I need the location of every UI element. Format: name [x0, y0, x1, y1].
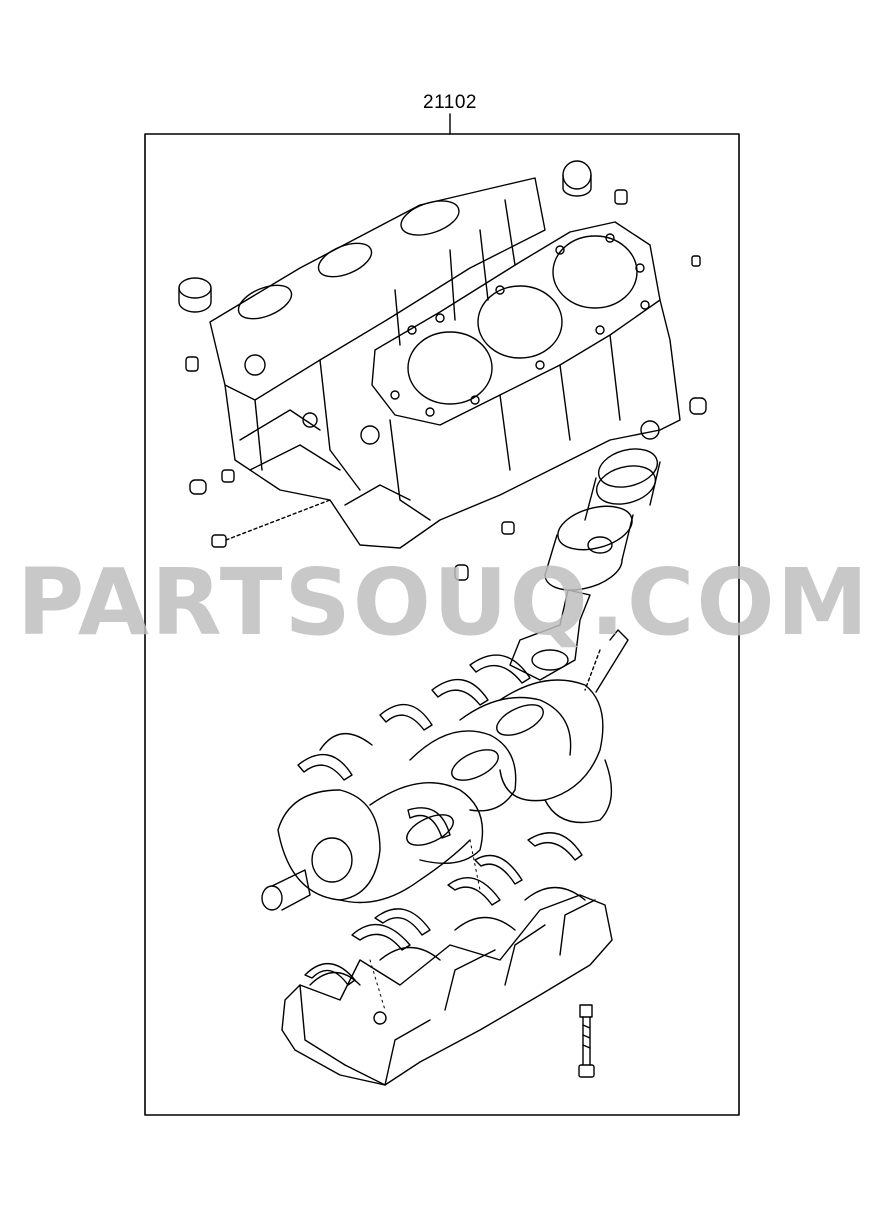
- main-bearing-ladder: [281, 832, 613, 1086]
- assembly-guide-lines: [369, 839, 481, 1011]
- connecting-rod: [509, 589, 629, 693]
- main-cap-bolt: [578, 1004, 595, 1078]
- cylinder-block: [209, 177, 681, 549]
- assembly-frame: [144, 133, 740, 1116]
- block-plugs-and-dowels: [178, 160, 707, 581]
- crankshaft: [261, 679, 613, 911]
- assembly-part-number-label: 21102: [423, 92, 477, 113]
- piston-assembly: [544, 448, 661, 591]
- upper-bearing-shells: [297, 654, 531, 839]
